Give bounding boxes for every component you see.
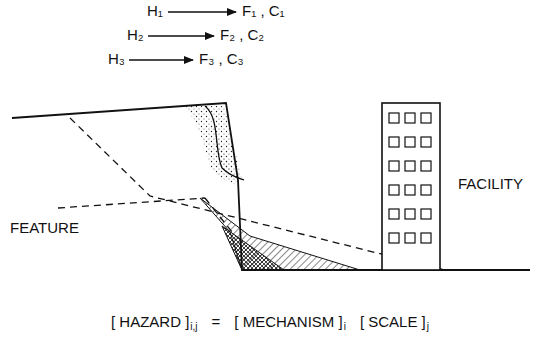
window (389, 209, 399, 219)
window (405, 137, 415, 147)
window (405, 185, 415, 195)
subscript: i (344, 321, 346, 332)
feature-consequence-label: F₁ , C₁ (242, 3, 285, 20)
feature-consequence-label: F₃ , C₃ (199, 51, 244, 68)
equation-term: [ MECHANISM ] (234, 314, 342, 331)
window (421, 185, 431, 195)
slide-masses (182, 106, 360, 270)
facility-building (382, 103, 440, 270)
window (389, 161, 399, 171)
window (405, 161, 415, 171)
window (421, 137, 431, 147)
window (389, 185, 399, 195)
equation-term: [ SCALE ] (360, 314, 426, 331)
window (421, 209, 431, 219)
subscript: i,j (190, 321, 197, 332)
facility-label: FACILITY (458, 176, 523, 193)
hazard-label: H₃ (108, 51, 125, 68)
window (389, 233, 399, 243)
window (389, 137, 399, 147)
equation-term: = (212, 314, 221, 331)
feature-consequence-label: F₂ , C₂ (220, 27, 264, 44)
hazard-label: H₁ (147, 3, 163, 20)
window (421, 161, 431, 171)
window (421, 233, 431, 243)
window (389, 113, 399, 123)
equation-term: [ HAZARD ] (111, 314, 189, 331)
ground-profile (12, 103, 530, 270)
hazard-label: H₂ (127, 27, 144, 44)
feature-label: FEATURE (10, 220, 79, 237)
window (405, 113, 415, 123)
window (405, 209, 415, 219)
window (405, 233, 415, 243)
subscript: j (427, 321, 429, 332)
window (421, 113, 431, 123)
